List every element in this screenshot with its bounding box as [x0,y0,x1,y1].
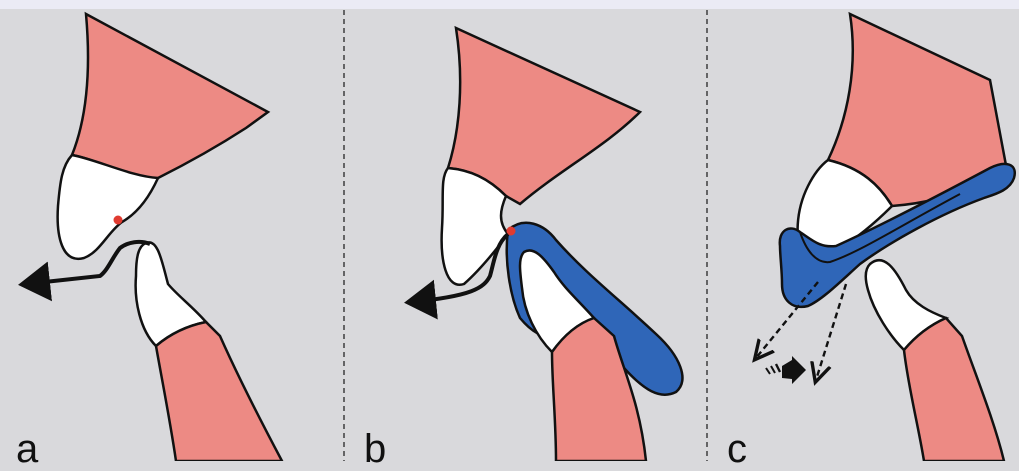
contact-point [114,216,123,225]
panel-label-b: b [364,429,386,469]
panel-b [412,28,682,461]
dental-diagram [0,0,1019,461]
panel-label-c: c [727,429,747,469]
lower-gum [904,318,1004,461]
lower-gum [156,322,282,461]
panel-a [26,14,282,461]
panel-label-a: a [16,429,38,469]
panel-c [756,14,1015,461]
motion-arrow [766,356,806,384]
